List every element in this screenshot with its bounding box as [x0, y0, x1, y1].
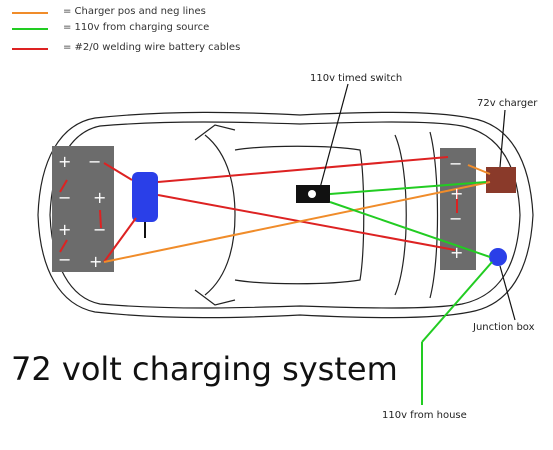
rear-battery-sign: +	[450, 243, 464, 262]
charger-box	[486, 167, 516, 193]
front-blue-module	[132, 172, 158, 222]
house-label: 110v from house	[382, 410, 467, 421]
legend-red-text: = #2/0 welding wire battery cables	[63, 42, 241, 53]
front-battery-sign: −	[58, 250, 72, 269]
orange-charger-lines	[103, 164, 491, 263]
front-battery-sign: +	[89, 252, 103, 271]
front-battery-sign: −	[88, 152, 102, 171]
front-battery-sign: +	[58, 220, 72, 239]
car-outline	[37, 111, 534, 319]
front-battery-sign: −	[58, 188, 72, 207]
rear-battery-sign: −	[449, 209, 463, 228]
timed-switch-label: 110v timed switch	[310, 73, 403, 84]
rear-battery-sign: +	[450, 184, 464, 203]
front-battery-pack	[52, 146, 114, 272]
green-110v-lines	[329, 181, 493, 405]
legend-green-text: = 110v from charging source	[63, 22, 210, 33]
red-cables	[59, 156, 458, 263]
junction-box	[489, 248, 507, 266]
front-battery-sign: −	[93, 220, 107, 239]
front-battery-sign: +	[58, 152, 72, 171]
legend-orange-text: = Charger pos and neg lines	[63, 6, 206, 17]
rear-battery-sign: −	[449, 154, 463, 173]
diagram-title: 72 volt charging system	[11, 350, 398, 388]
leader-lines	[319, 83, 516, 321]
charger-label: 72v charger	[477, 98, 538, 109]
front-battery-sign: +	[93, 188, 107, 207]
junction-box-label: Junction box	[473, 322, 535, 333]
